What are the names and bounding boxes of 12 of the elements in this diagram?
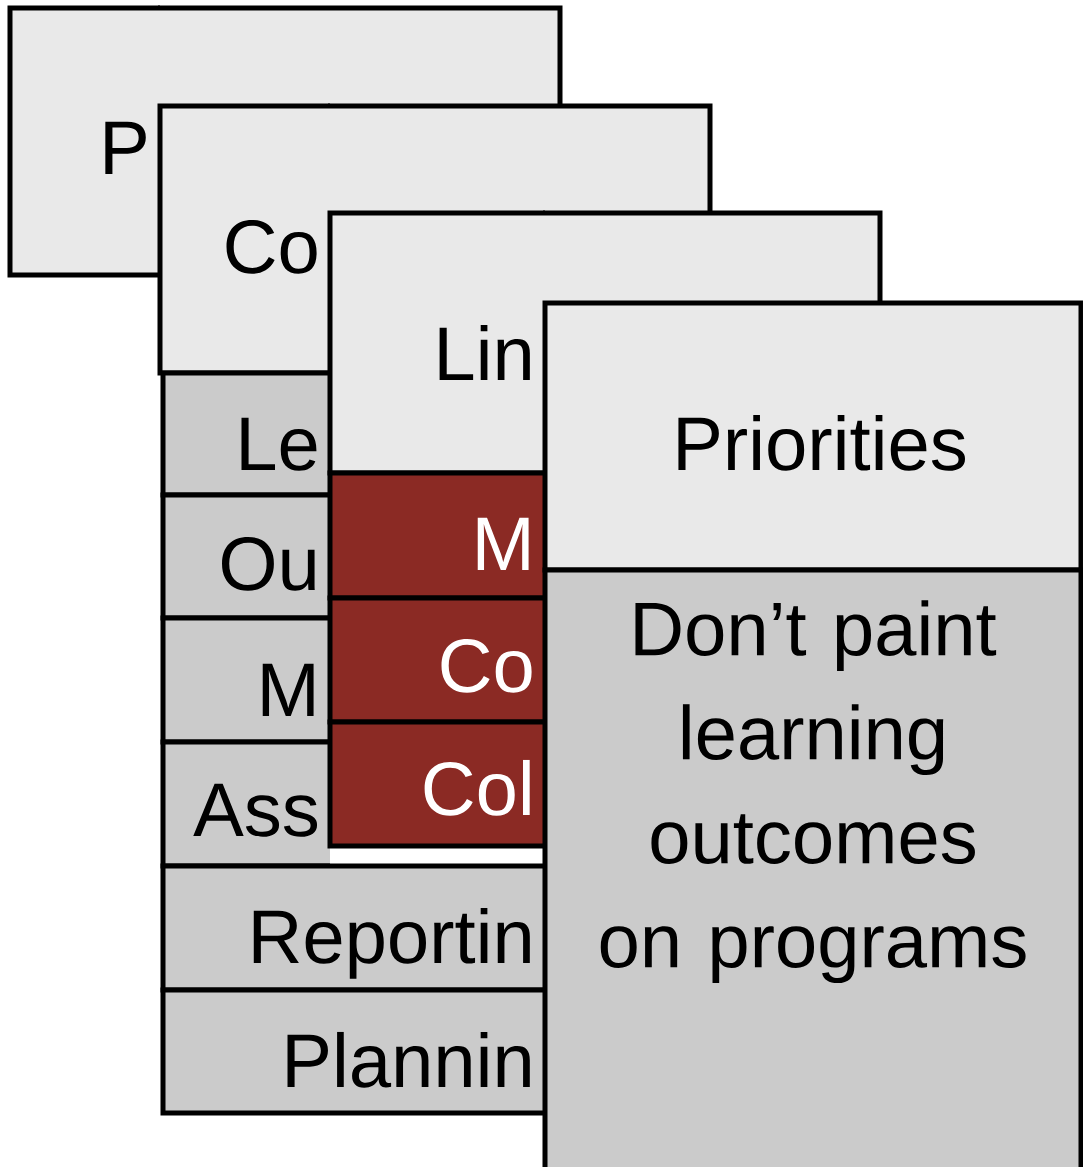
card-body: Don’t paint learning outcomes on programs <box>542 567 1083 1167</box>
card-header: Co <box>157 103 330 376</box>
highlighted-row: M <box>327 470 545 601</box>
highlighted-row: Col <box>327 719 545 849</box>
card-header: P <box>7 5 160 278</box>
table-row: Ou <box>160 492 330 621</box>
highlighted-row: Co <box>327 595 545 725</box>
table-row: M <box>160 615 330 745</box>
table-row: Ass <box>160 739 330 869</box>
card-header: Lin <box>327 210 545 476</box>
table-row: Le <box>160 370 330 498</box>
table-row: Plannin <box>160 987 545 1116</box>
